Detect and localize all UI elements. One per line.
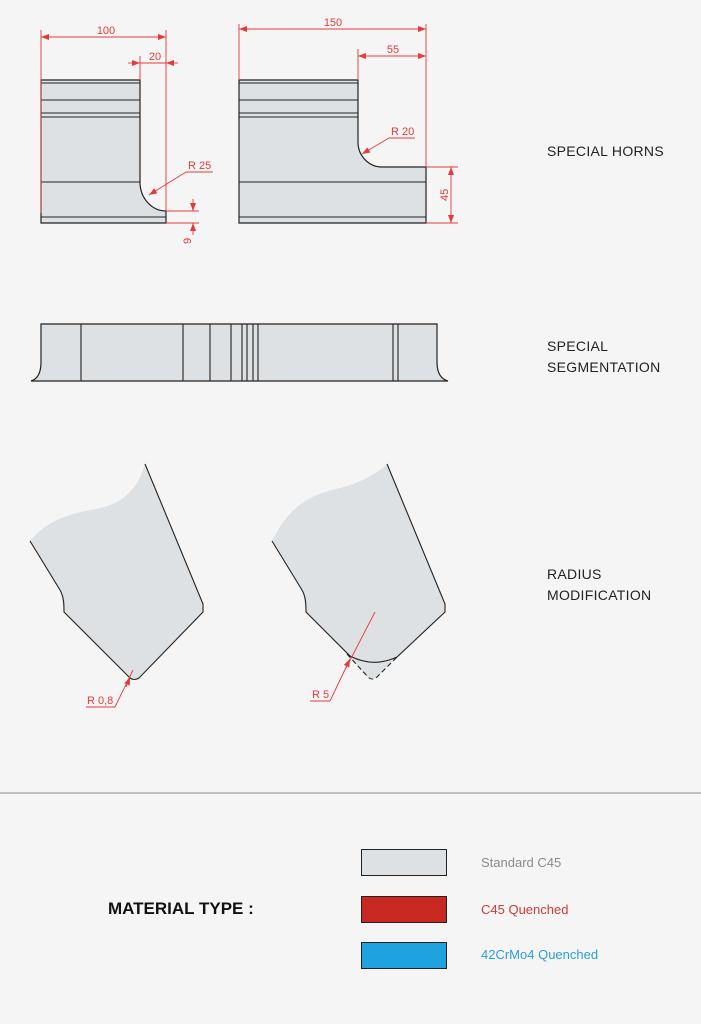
dim-radius-25: R 25 [188,160,211,172]
radius-drawing-2: R 5 [271,463,446,702]
label-special: SPECIAL [547,338,608,354]
label-radius: RADIUS [547,566,602,582]
dim-height-9: 9 [182,238,194,244]
dim-radius-20: R 20 [391,126,414,138]
horn-drawing-1: 100 20 R 25 9 [40,25,213,244]
label-segmentation: SEGMENTATION [547,359,661,375]
dim-width-100: 100 [97,25,115,37]
horn-drawing-2: 150 55 R 20 45 [238,17,458,224]
swatch-42crmo4-quenched [361,942,447,969]
legend-label-42crmo4-quenched: 42CrMo4 Quenched [481,947,598,962]
swatch-standard-c45 [361,849,447,876]
dim-height-45: 45 [439,189,451,201]
legend-label-c45-quenched: C45 Quenched [481,902,568,917]
legend-item-standard-c45: Standard C45 [361,849,561,876]
dim-radius-0-8: R 0,8 [87,695,113,707]
label-special-horns: SPECIAL HORNS [547,143,664,159]
dim-notch-20: 20 [149,51,161,63]
legend-item-c45-quenched: C45 Quenched [361,896,568,923]
legend-item-42crmo4-quenched: 42CrMo4 Quenched [361,942,598,969]
legend-label-standard-c45: Standard C45 [481,855,561,870]
dim-width-150: 150 [324,17,342,29]
segmentation-drawing [30,323,449,382]
label-modification: MODIFICATION [547,587,651,603]
dim-notch-55: 55 [387,44,399,56]
material-type-title: MATERIAL TYPE : [108,899,254,918]
dim-radius-5: R 5 [312,689,329,701]
swatch-c45-quenched [361,896,447,923]
radius-drawing-1: R 0,8 [29,463,204,708]
